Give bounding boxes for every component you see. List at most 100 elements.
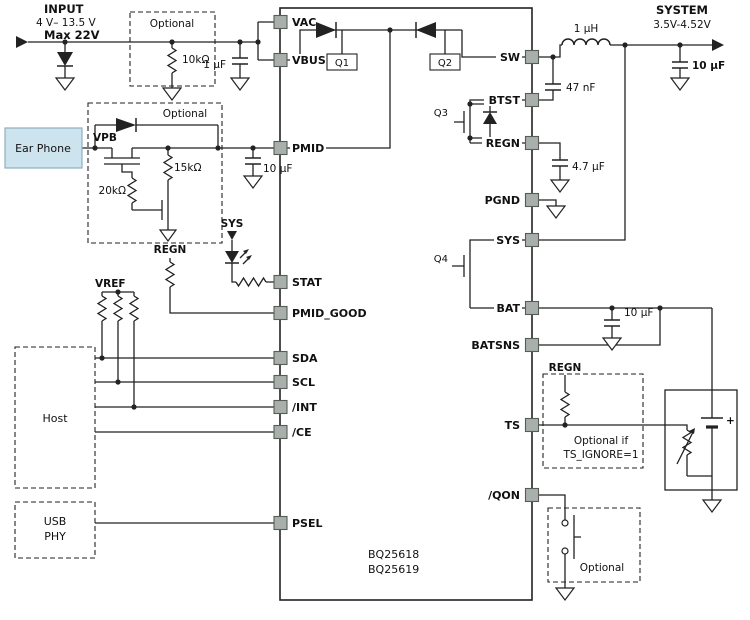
- ground-symbol: [669, 77, 691, 91]
- wires-sw-system: [538, 44, 712, 241]
- pin-label-qon: /QON: [488, 489, 520, 502]
- resistor-vref-sda: [96, 295, 108, 322]
- resistor-vref-scl: [112, 295, 124, 322]
- resistor-stat: [235, 276, 267, 288]
- ts-regn-net-label: REGN: [549, 362, 582, 374]
- ic-part-line1: BQ25618: [368, 548, 419, 561]
- wires-q4-batfet: [452, 239, 526, 309]
- pin-label-ts: TS: [505, 419, 521, 432]
- pin-sda: [273, 350, 288, 366]
- pin-label-sys: SYS: [496, 234, 520, 247]
- pin-label-pmid-good: PMID_GOOD: [292, 307, 367, 320]
- label-halo: [482, 137, 522, 149]
- ts-note-line2: TS_IGNORE=1: [562, 449, 638, 461]
- usb-label-line2: PHY: [44, 530, 66, 543]
- host-label: Host: [42, 412, 68, 425]
- cap-system-10uF: [672, 61, 688, 69]
- pin-regn: [524, 135, 540, 151]
- pin-label-sw: SW: [500, 51, 520, 64]
- pin-batsns: [524, 337, 540, 353]
- pin-pmid: [273, 140, 288, 156]
- ground-symbol: [549, 179, 571, 193]
- qon-switch-actuator: [573, 515, 581, 559]
- pin-ts: [524, 417, 540, 433]
- pin-label-psel: PSEL: [292, 517, 323, 530]
- q3-label: Q3: [434, 108, 448, 119]
- label-halo: [494, 234, 522, 246]
- ts-optional-box: [542, 373, 644, 469]
- stat-led: [225, 251, 239, 263]
- wires-host-i2c: [95, 357, 274, 524]
- pin-label-btst: BTST: [489, 94, 521, 107]
- input-optional-box: [129, 11, 216, 87]
- cap-regn-label: 4.7 µF: [572, 161, 605, 173]
- wires-pmidgood-pullup: [169, 258, 274, 314]
- usb-phy-box: [14, 501, 96, 559]
- pin-btst: [524, 92, 540, 108]
- qon-optional-box: [547, 507, 641, 583]
- q1-body-diode: [316, 22, 336, 38]
- regn-net-label: REGN: [154, 244, 187, 256]
- qon-switch-contact-top: [561, 519, 569, 527]
- label-halo: [484, 94, 522, 106]
- ts-note-line1: Optional if: [574, 435, 629, 447]
- vpb-net-label: VPB: [93, 132, 117, 144]
- wires-regn-pgnd: [538, 142, 561, 206]
- resistor-regn-pullup: [164, 261, 176, 288]
- thermistor-arrow-head: [689, 428, 695, 434]
- pin-label-stat: STAT: [292, 276, 322, 289]
- earphone-block: [4, 127, 83, 169]
- pin-int: [273, 399, 288, 415]
- ground-symbol: [54, 77, 76, 91]
- cap-bat-label: 10 µF: [624, 307, 653, 319]
- pin-pgnd: [524, 192, 540, 208]
- label-halo: [494, 302, 522, 314]
- q4-label: Q4: [434, 254, 448, 265]
- thermistor: [681, 429, 693, 456]
- pin-label-scl: SCL: [292, 376, 315, 389]
- pin-vac: [273, 14, 288, 30]
- input-title: INPUT: [44, 2, 84, 16]
- ic-part-line2: BQ25619: [368, 563, 419, 576]
- sys-net-label: SYS: [221, 218, 244, 230]
- resistor-10k: [166, 47, 178, 74]
- q1-box: [326, 53, 358, 71]
- input-optional-label: Optional: [150, 18, 194, 30]
- pin-sys: [524, 232, 540, 248]
- wires-qon: [538, 494, 566, 588]
- resistor-20k-label: 20kΩ: [99, 185, 126, 197]
- cap-pmid-10uF: [245, 157, 261, 165]
- cap-bat-10uF: [604, 319, 620, 327]
- ground-symbol: [229, 77, 251, 91]
- earphone-label: Ear Phone: [15, 142, 71, 155]
- host-box: [14, 346, 96, 489]
- pin-label-regn: REGN: [486, 137, 520, 150]
- system-title: SYSTEM: [656, 3, 708, 17]
- q2-body-diode: [416, 22, 436, 38]
- ground-symbol: [545, 205, 567, 219]
- qon-switch-contact-bottom: [561, 547, 569, 555]
- thermistor-arrow: [676, 431, 694, 465]
- pin-label-vac: VAC: [292, 16, 316, 29]
- label-halo: [496, 51, 522, 63]
- pin-bat: [524, 300, 540, 316]
- pin-stat: [273, 274, 288, 290]
- tvs-diode: [57, 52, 73, 66]
- q3-body-diode: [483, 112, 497, 124]
- cap-btst-label: 47 nF: [566, 82, 595, 94]
- resistor-10k-label: 10kΩ: [182, 54, 209, 66]
- qon-optional-label: Optional: [580, 562, 624, 574]
- wires-q1q2-chain: [286, 29, 526, 149]
- inductor-1uH: [561, 38, 611, 46]
- resistor-vref-int: [128, 295, 140, 322]
- usb-label-line1: USB: [44, 515, 67, 528]
- pin-ce: [273, 424, 288, 440]
- q2-label: Q2: [438, 58, 452, 69]
- input-max: Max 22V: [44, 28, 100, 42]
- pin-label-bat: BAT: [496, 302, 520, 315]
- battery-plus-label: +: [726, 415, 735, 427]
- vpb-optional-label: Optional: [163, 108, 207, 120]
- ic-pins: [273, 14, 540, 531]
